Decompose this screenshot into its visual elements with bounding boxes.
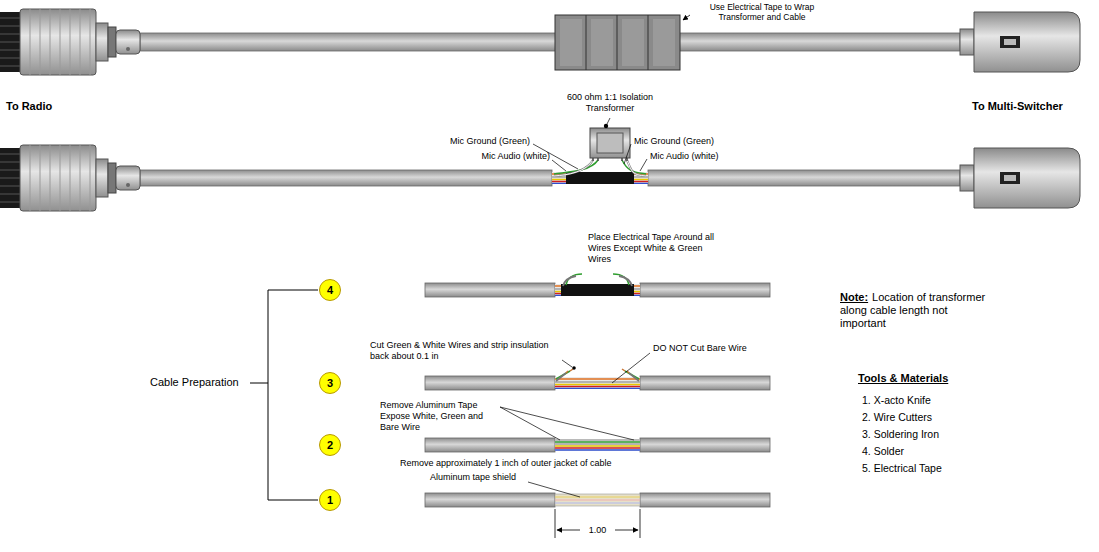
end-label: To Multi-Switcher <box>972 100 1063 113</box>
step-number-circle: 3 <box>319 372 341 394</box>
step-number-circle: 4 <box>319 279 341 301</box>
list-item: 3. Soldering Iron <box>862 428 939 441</box>
step-instruction: Place Electrical Tape Around all Wires E… <box>588 232 723 264</box>
list-item: 5. Electrical Tape <box>862 462 942 475</box>
group-label: Cable Preparation <box>150 376 239 389</box>
step-instruction: Remove approximately 1 inch of outer jac… <box>400 458 612 469</box>
part-label: 600 ohm 1:1 Isolation Transformer <box>555 92 665 114</box>
wire-label: Mic Ground (Green) <box>634 136 744 147</box>
step-number-circle: 1 <box>319 489 341 511</box>
note-callout: Use Electrical Tape to Wrap Transformer … <box>692 2 832 22</box>
wire-label: Mic Audio (white) <box>650 151 760 162</box>
wire-label: Mic Audio (white) <box>450 151 550 162</box>
part-label: Aluminum tape shield <box>430 472 516 483</box>
callout-number: 3 <box>327 378 333 389</box>
callout-number: 2 <box>327 440 333 451</box>
dimension: 1.00 <box>580 524 615 536</box>
step-instruction: Cut Green & White Wires and strip insula… <box>370 340 556 362</box>
wire-label: Mic Ground (Green) <box>430 136 530 147</box>
step-number-circle: 2 <box>319 434 341 456</box>
step-instruction: Remove Aluminum Tape Expose White, Green… <box>380 400 498 432</box>
list-item: 4. Solder <box>862 445 904 458</box>
callout-number: 1 <box>327 495 333 506</box>
step-instruction: DO NOT Cut Bare Wire <box>653 343 747 354</box>
callout-number: 4 <box>327 285 333 296</box>
note-text: Location of transformer along cable leng… <box>840 291 990 331</box>
list-item: 1. X-acto Knife <box>862 394 931 407</box>
end-label: To Radio <box>6 100 52 113</box>
note-heading: Note: <box>840 291 868 304</box>
list-item: 2. Wire Cutters <box>862 411 932 424</box>
list-heading: Tools & Materials <box>858 372 948 385</box>
